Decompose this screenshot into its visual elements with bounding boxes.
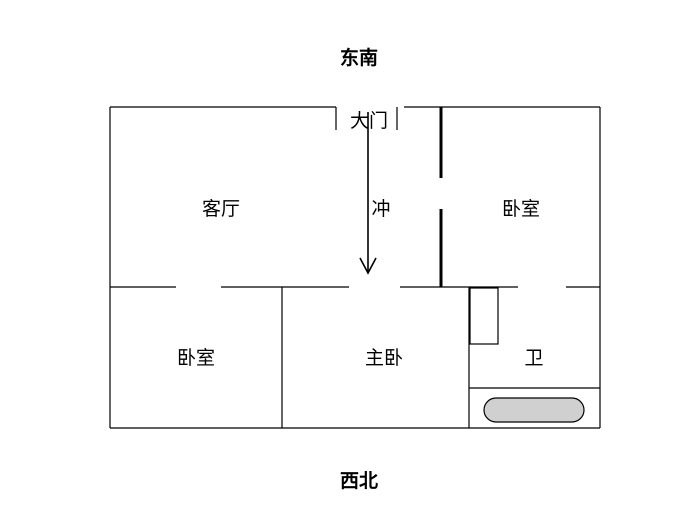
master-bedroom-label: 主卧 bbox=[365, 347, 403, 369]
arrow-head bbox=[359, 257, 377, 275]
bedroom-left-label: 卧室 bbox=[177, 347, 215, 369]
compass-bottom-label: 西北 bbox=[340, 470, 378, 492]
clash-label: 冲 bbox=[371, 198, 390, 220]
bathtub-icon bbox=[483, 397, 585, 423]
bathroom-label: 卫 bbox=[524, 347, 543, 369]
front-door-label: 大门 bbox=[350, 110, 388, 132]
outer-walls bbox=[109, 106, 601, 429]
bedroom-right-label: 卧室 bbox=[502, 198, 540, 220]
compass-top-label: 东南 bbox=[340, 46, 378, 69]
bathroom-fixture-box bbox=[469, 287, 499, 345]
clash-arrow bbox=[359, 112, 377, 275]
living-room-label: 客厅 bbox=[202, 198, 240, 220]
front-door-frame bbox=[335, 107, 398, 130]
